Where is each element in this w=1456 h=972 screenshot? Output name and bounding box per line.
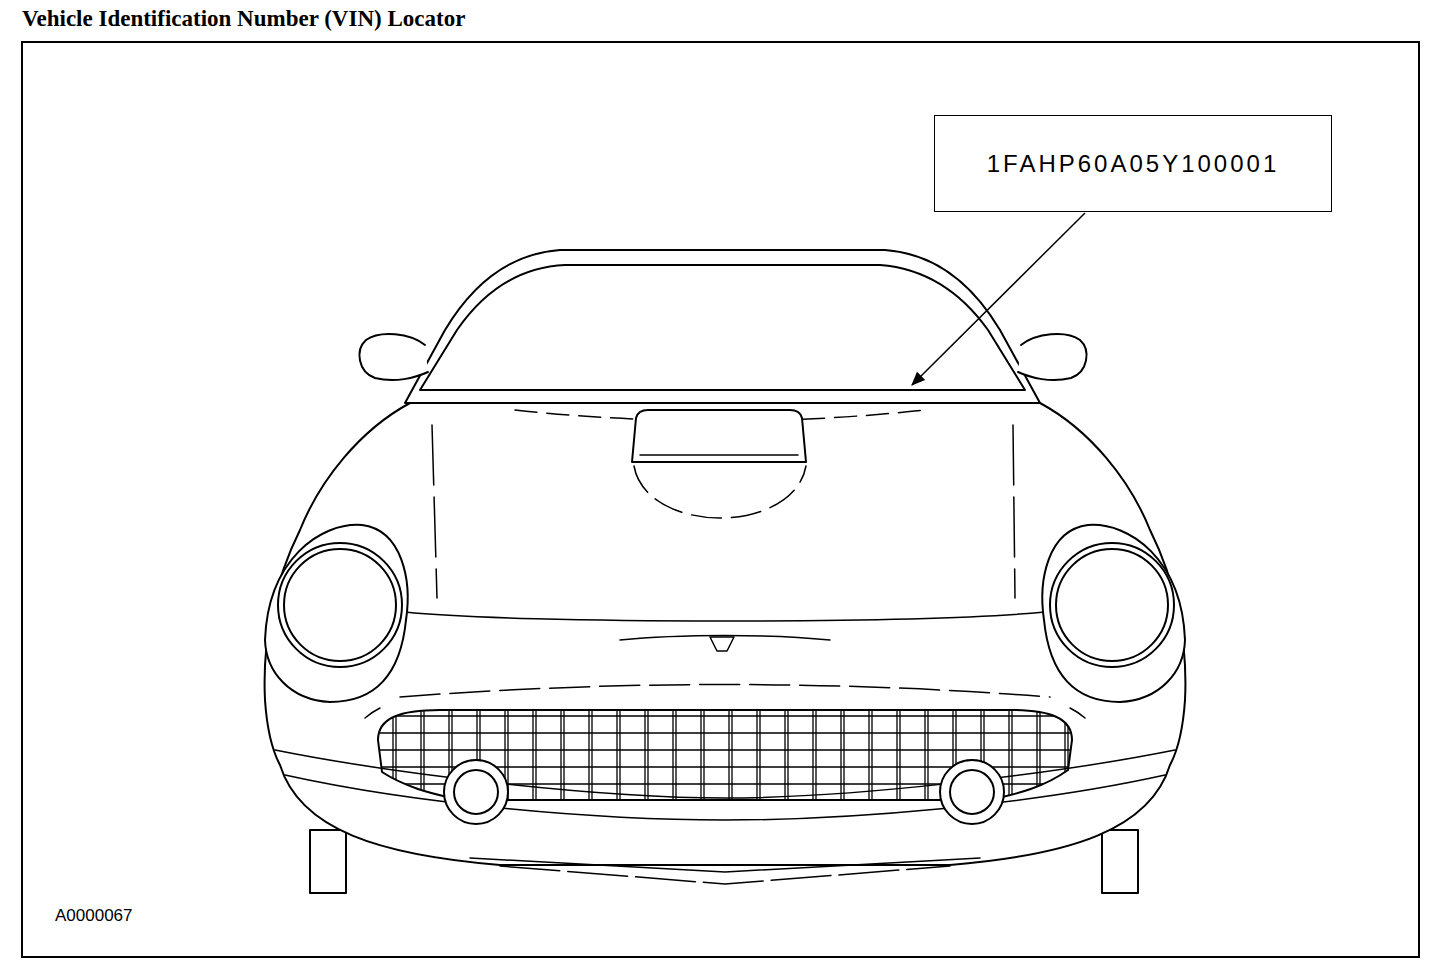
tire <box>1102 830 1138 893</box>
windshield-glass <box>420 265 1025 390</box>
hood-edge <box>405 612 1045 621</box>
headlight <box>1050 543 1174 667</box>
fog-light <box>940 760 1004 824</box>
fog-light <box>444 760 508 824</box>
fog-light <box>454 770 498 814</box>
diagram-title: Vehicle Identification Number (VIN) Loca… <box>22 6 465 32</box>
vin-number: 1FAHP60A05Y100001 <box>987 150 1280 178</box>
hood-scoop <box>634 466 806 518</box>
windshield-frame <box>405 250 1040 403</box>
frame <box>22 42 1419 957</box>
vin-box: 1FAHP60A05Y100001 <box>934 115 1332 212</box>
headlight <box>278 543 402 667</box>
headlight-bezel <box>265 525 408 702</box>
emblem <box>710 637 734 651</box>
mirror <box>1018 334 1086 380</box>
headlight-bezel <box>1042 525 1185 702</box>
mirror <box>360 334 428 380</box>
body-outline <box>265 403 1186 865</box>
bumper-line <box>275 750 1175 798</box>
fog-light <box>950 770 994 814</box>
headlight <box>1056 549 1168 661</box>
hood-scoop <box>640 455 798 462</box>
headlight <box>284 549 396 661</box>
figure-code: A0000067 <box>55 906 133 926</box>
nose-line <box>400 685 1050 698</box>
hood-line <box>432 425 437 598</box>
hood-scoop <box>632 410 806 462</box>
valance <box>500 866 950 884</box>
tire <box>310 830 346 893</box>
bumper-line <box>285 775 1165 820</box>
hood-line <box>1013 425 1015 598</box>
leader-line <box>912 213 1085 385</box>
